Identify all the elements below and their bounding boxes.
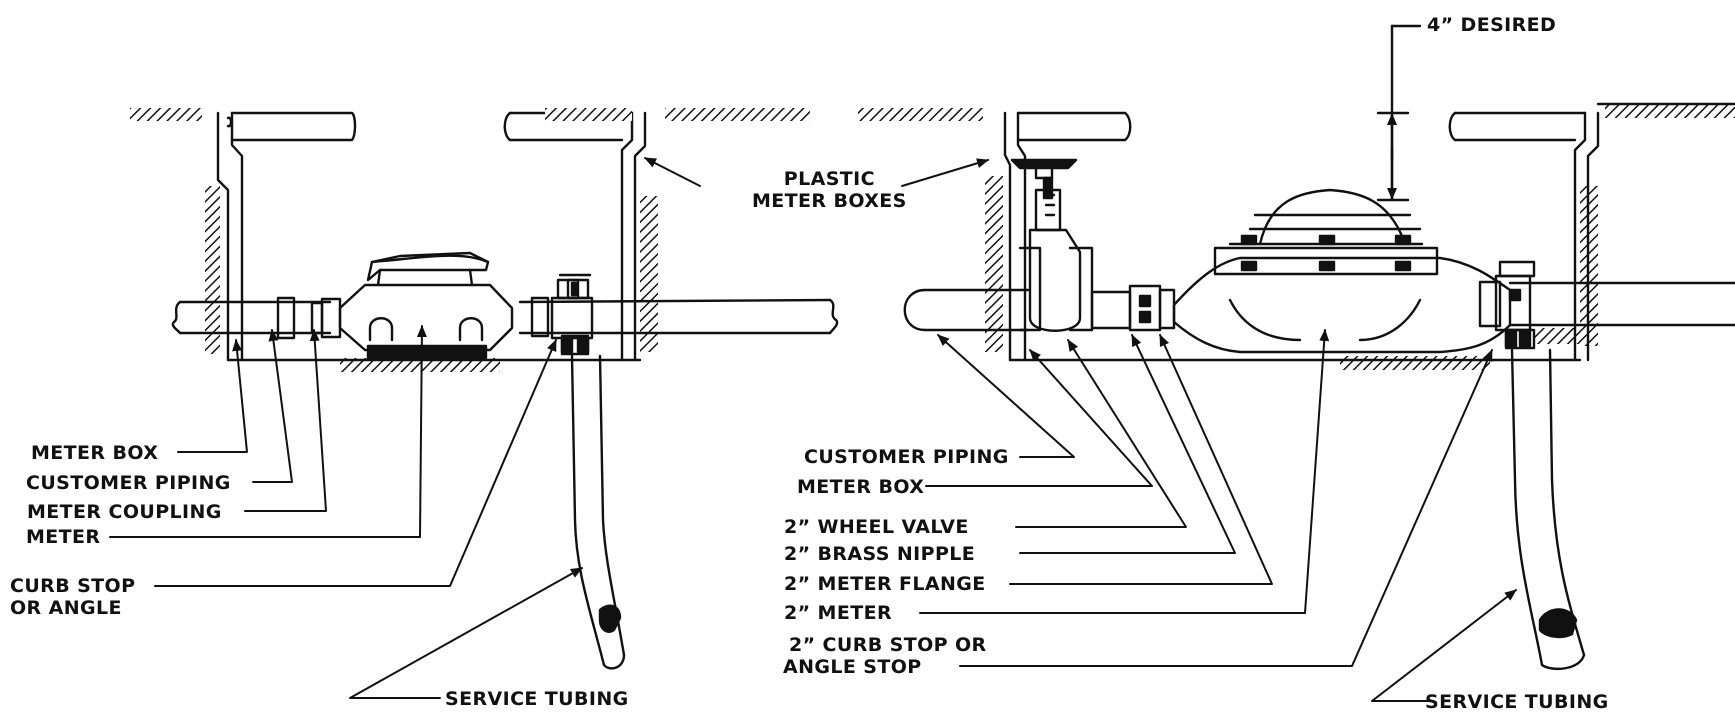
left-meter-coupling-label: METER COUPLING xyxy=(27,501,222,523)
left-ground-surface xyxy=(130,108,658,372)
right-ground-surface xyxy=(665,104,1735,370)
left-curb-stop-label: CURB STOP OR ANGLE xyxy=(10,575,136,620)
leader-lines xyxy=(109,157,1517,702)
left-meter xyxy=(338,251,514,360)
right-customer-piping-label: CUSTOMER PIPING xyxy=(804,446,1009,468)
right-service-tubing xyxy=(1510,348,1586,671)
plastic-meter-boxes-label: PLASTIC METER BOXES xyxy=(752,168,907,213)
left-service-tubing xyxy=(570,354,626,670)
right-meter xyxy=(1172,188,1512,354)
right-wheel-valve xyxy=(1010,158,1094,332)
left-curb-stop-line1: CURB STOP xyxy=(10,575,136,597)
right-curb-stop xyxy=(1478,260,1536,350)
desired-dimension xyxy=(1376,24,1422,202)
desired-depth-label: 4” DESIRED xyxy=(1427,14,1557,36)
right-brass-nipple-flange xyxy=(1090,284,1176,332)
right-service-tubing-label: SERVICE TUBING xyxy=(1425,691,1609,713)
right-curb-stop-line2: ANGLE STOP xyxy=(783,655,922,678)
right-piping xyxy=(903,281,1735,332)
right-meter-box-label: METER BOX xyxy=(797,476,925,498)
right-brass-nipple-label: 2” BRASS NIPPLE xyxy=(784,543,976,565)
plastic-line2: METER BOXES xyxy=(752,189,907,212)
left-meter-box xyxy=(216,111,647,362)
right-curb-stop-line1: 2” CURB STOP OR xyxy=(789,634,987,656)
right-meter-flange-label: 2” METER FLANGE xyxy=(784,573,986,595)
left-meter-label: METER xyxy=(26,526,101,548)
right-meter-label: 2” METER xyxy=(784,602,892,624)
left-meter-box-label: METER BOX xyxy=(31,442,159,464)
left-curb-stop xyxy=(530,273,594,356)
left-ground-hatch-top xyxy=(545,108,632,121)
left-customer-piping-label: CUSTOMER PIPING xyxy=(26,472,231,494)
right-meter-box xyxy=(1003,102,1735,362)
left-curb-stop-line2: OR ANGLE xyxy=(10,596,122,619)
plastic-line1: PLASTIC xyxy=(783,168,875,190)
right-wheel-valve-label: 2” WHEEL VALVE xyxy=(784,516,969,538)
right-curb-stop-label: 2” CURB STOP OR ANGLE STOP xyxy=(783,634,987,679)
left-service-tubing-label: SERVICE TUBING xyxy=(445,688,629,710)
